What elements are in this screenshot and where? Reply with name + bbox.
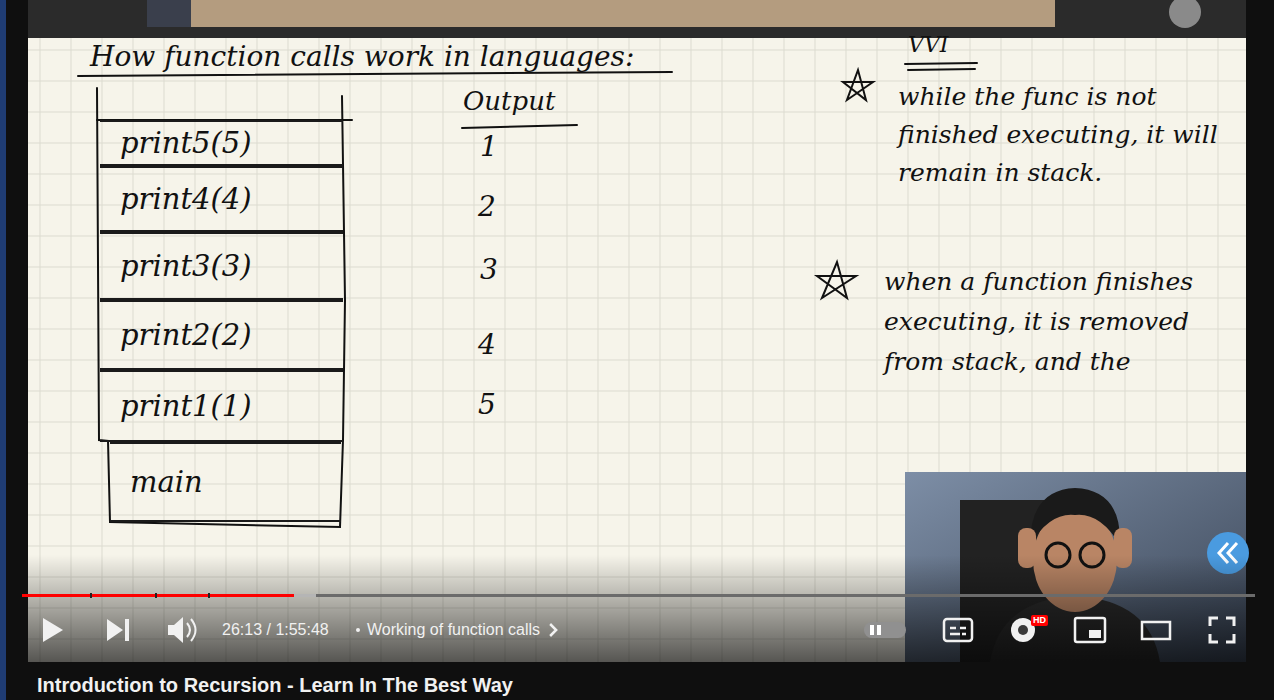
grid-line	[28, 112, 1246, 113]
fullscreen-icon	[1210, 618, 1234, 642]
volume-icon	[187, 619, 196, 641]
autoplay-toggle	[870, 625, 874, 635]
label-holder: while the func is not finished executing…	[898, 78, 1228, 192]
control-shade	[28, 555, 1246, 662]
label-holder: 4	[478, 328, 496, 362]
label-holder: 5	[478, 388, 496, 422]
label-holder: Working of function calls	[367, 620, 540, 639]
next-icon	[107, 619, 129, 641]
underline	[905, 63, 977, 70]
column-heading: Output	[463, 86, 555, 117]
miniplayer-icon	[1089, 630, 1101, 638]
label-holder: VVI	[908, 32, 948, 58]
note-text: when a function finishes executing, it i…	[884, 262, 1232, 382]
star	[843, 70, 873, 100]
edge-strip	[0, 0, 6, 700]
stack-frame: print4(4)	[100, 166, 343, 232]
top-band	[28, 0, 1246, 40]
ink	[78, 63, 977, 527]
frame-label: print1(1)	[120, 389, 252, 423]
grid-line	[28, 453, 1246, 454]
grid-line	[28, 236, 1246, 237]
chapter-chevron	[550, 624, 556, 636]
label-holder: 26:13 / 1:55:48	[222, 620, 329, 639]
label-holder: when a function finishes executing, it i…	[884, 262, 1232, 382]
time-display: 26:13 / 1:55:48	[222, 620, 329, 639]
grid	[28, 38, 1246, 662]
captions-icon	[944, 619, 972, 641]
label-holder: 1	[480, 130, 498, 164]
top-panel	[147, 0, 191, 27]
separator-dot	[356, 628, 360, 632]
corner-icon	[1169, 0, 1201, 28]
miniplayer-icon	[1075, 618, 1105, 642]
title-holder: How function calls work in languages:	[90, 40, 634, 73]
theater-icon	[1142, 622, 1170, 639]
star	[817, 262, 856, 298]
quality-badge: HD	[1031, 615, 1048, 626]
underline	[462, 125, 577, 128]
output-value: 4	[478, 328, 496, 362]
chapter-gap	[90, 593, 92, 598]
label-holder: 3	[480, 253, 498, 287]
stack-frame: print2(2)	[100, 300, 343, 370]
autoplay-toggle	[877, 625, 881, 635]
play-icon	[43, 618, 63, 642]
captions-icon	[950, 628, 966, 634]
whiteboard	[28, 38, 1246, 662]
stack-frame: print3(3)	[100, 232, 343, 300]
hair	[1030, 488, 1120, 545]
label-holder: Introduction to Recursion - Learn In The…	[37, 673, 513, 697]
stack-outline	[97, 88, 345, 527]
label-holder: 2	[478, 190, 496, 224]
autoplay-toggle	[864, 622, 906, 638]
stack-frame: print1(1)	[100, 370, 343, 442]
progress-buffer	[22, 594, 316, 597]
settings-icon	[1018, 625, 1028, 635]
label-holder: Output	[463, 86, 555, 117]
chapter-gap	[155, 593, 157, 598]
frame-label: print4(4)	[120, 182, 252, 216]
chapter-gap	[208, 593, 210, 598]
output-value: 5	[478, 388, 496, 422]
volume-icon	[168, 617, 183, 643]
frame-label: print5(5)	[120, 126, 252, 160]
progress-track	[22, 594, 1255, 597]
chapter-title: Working of function calls	[367, 620, 540, 639]
board-title: How function calls work in languages:	[90, 40, 634, 73]
grid-line	[28, 81, 1246, 82]
video-title: Introduction to Recursion - Learn In The…	[37, 673, 513, 697]
output-value: 1	[480, 130, 498, 164]
output-value: 3	[480, 253, 498, 287]
stack-frame: main	[110, 442, 341, 522]
frame-label: main	[130, 465, 203, 499]
note-text: while the func is not finished executing…	[898, 78, 1228, 192]
frame-label: print2(2)	[120, 318, 252, 352]
frame-label: print3(3)	[120, 249, 252, 283]
output-value: 2	[478, 190, 496, 224]
note-heading: VVI	[908, 32, 948, 58]
stack-frame: print5(5)	[100, 120, 343, 166]
top-panel	[191, 0, 1055, 27]
label-holder: HD	[1031, 609, 1048, 627]
controls	[43, 617, 1234, 643]
progress-played	[22, 594, 294, 597]
